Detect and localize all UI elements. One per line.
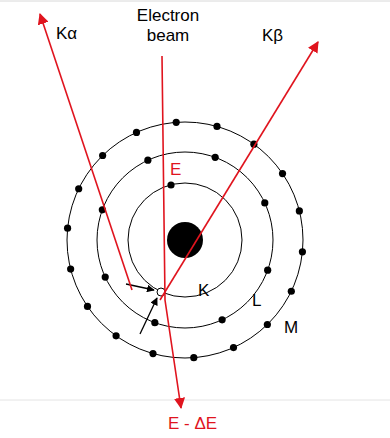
line-label: Kα [56,24,77,44]
electron [144,157,151,164]
electron [212,154,219,161]
electron [230,344,237,351]
electron [288,288,295,295]
electron [264,267,271,274]
electron [190,354,197,361]
electron [151,319,158,326]
beam-label: Electron beam [133,6,203,46]
electron [261,199,268,206]
electron [167,181,174,188]
shell-label: M [284,318,298,338]
line-label: Kβ [262,26,283,46]
m-shell [67,122,303,358]
l-shell [97,152,273,328]
shell-label: L [252,291,261,311]
electron-beam [162,56,181,408]
electron [75,185,82,192]
k-beta-ray [160,42,318,300]
electron [102,274,109,281]
electron [213,123,220,130]
electron [99,152,106,159]
electrons [64,119,306,362]
electron [264,321,271,328]
electron [219,316,226,323]
electron [296,207,303,214]
electron [64,225,71,232]
electron [279,170,286,177]
transition-arrow [140,298,157,334]
energy-label: E - ΔE [168,414,217,434]
frame-line [0,400,390,401]
electron [133,129,140,136]
shell-label: K [198,281,209,301]
energy-label: E [170,160,181,180]
frame-line [0,1,390,2]
k-alpha-ray [40,14,132,290]
electron [84,303,91,310]
k-shell [128,183,242,297]
electron [67,265,74,272]
electron [112,332,119,339]
electron [299,248,306,255]
electron [173,119,180,126]
electron [149,350,156,357]
